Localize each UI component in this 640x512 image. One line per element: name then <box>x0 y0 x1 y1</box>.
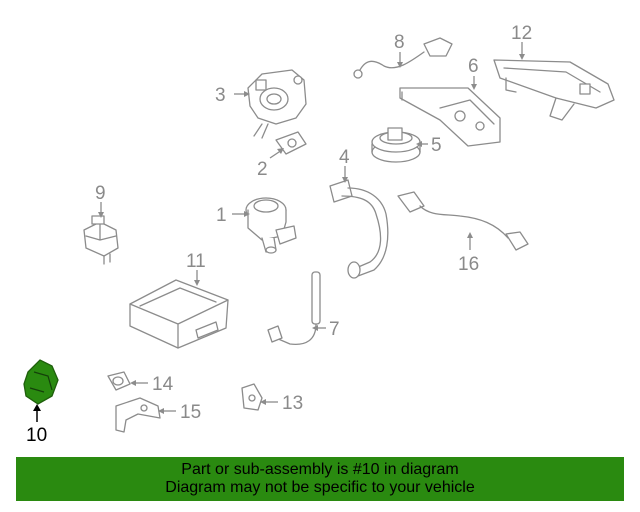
info-banner: Part or sub-assembly is #10 in diagram D… <box>16 457 624 501</box>
callout-4: 4 <box>339 147 350 168</box>
part-1-egr-valve[interactable] <box>245 197 297 254</box>
callout-1: 1 <box>216 205 227 226</box>
banner-line-2: Diagram may not be specific to your vehi… <box>165 479 475 496</box>
callout-6: 6 <box>468 56 479 77</box>
part-7-sensor-hose[interactable] <box>267 271 321 346</box>
callout-5: 5 <box>431 135 442 156</box>
parts-diagram: 1 2 3 4 5 6 7 8 9 10 11 12 13 14 15 16 <box>23 23 615 446</box>
part-11-control-unit[interactable] <box>129 279 229 349</box>
callout-15: 15 <box>180 402 201 423</box>
part-4-egr-pipe[interactable] <box>329 179 389 279</box>
part-9-solenoid[interactable] <box>83 215 119 265</box>
callout-11: 11 <box>186 251 206 272</box>
callout-12: 12 <box>511 23 532 44</box>
callout-8: 8 <box>394 32 405 53</box>
part-15-bracket[interactable] <box>115 397 161 433</box>
callout-7: 7 <box>329 319 340 340</box>
callout-16: 16 <box>458 254 479 275</box>
callout-2: 2 <box>257 159 268 180</box>
callout-9: 9 <box>95 183 106 204</box>
callout-14: 14 <box>152 374 174 395</box>
part-6-bracket[interactable] <box>399 87 501 147</box>
callout-13: 13 <box>282 393 303 414</box>
part-3-egr-valve-upper[interactable] <box>247 69 307 139</box>
part-13-clip[interactable] <box>241 383 263 411</box>
banner-line-1: Part or sub-assembly is #10 in diagram <box>181 461 459 478</box>
part-16-oxygen-sensor[interactable] <box>397 191 529 251</box>
part-14-sensor[interactable] <box>107 371 131 391</box>
part-12-mounting-rail[interactable] <box>493 59 615 121</box>
part-5-vacuum-modulator[interactable] <box>371 127 421 163</box>
callout-3: 3 <box>215 85 226 106</box>
part-10-highlighted[interactable] <box>23 359 59 405</box>
callout-10: 10 <box>26 425 47 446</box>
part-8-oxygen-sensor[interactable] <box>353 37 453 79</box>
leader-lines <box>33 42 525 422</box>
